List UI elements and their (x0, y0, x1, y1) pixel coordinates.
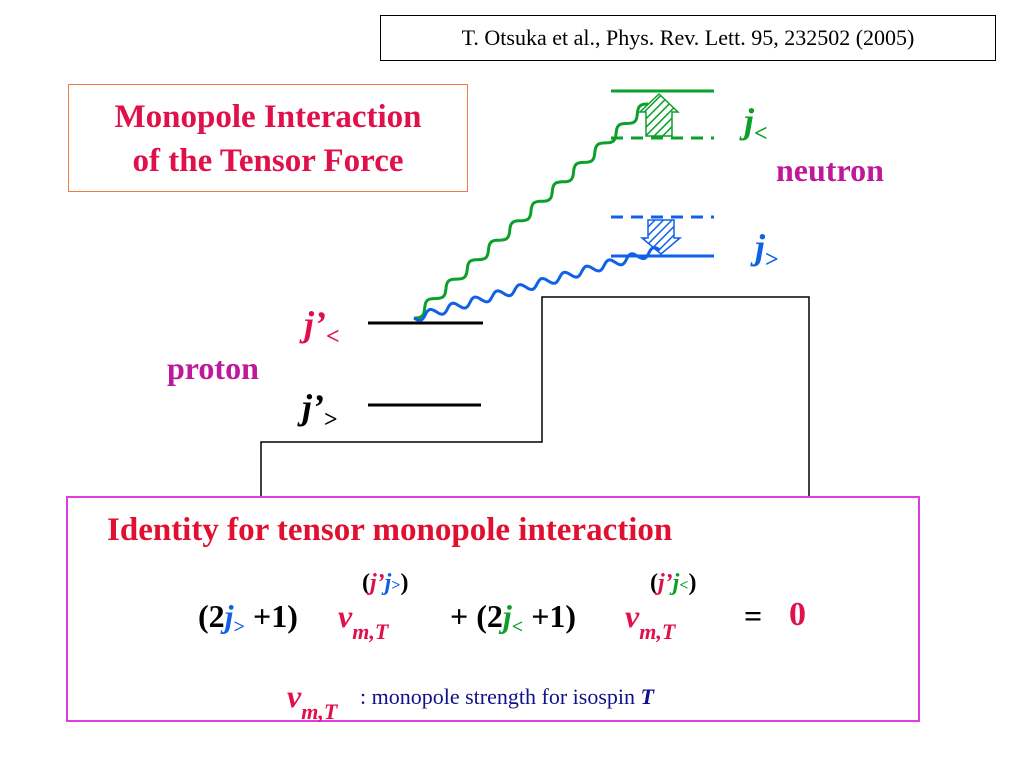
reference-citation: T. Otsuka et al., Phys. Rev. Lett. 95, 2… (380, 15, 996, 61)
equation-term2-v: vm,T (625, 598, 676, 644)
equation-term2-factor: + (2j< +1) (450, 598, 577, 638)
down-shift-arrow-icon (639, 219, 683, 255)
up-shift-arrow-icon (638, 92, 680, 137)
title-box: Monopole Interaction of the Tensor Force (68, 84, 468, 192)
identity-title: Identity for tensor monopole interaction (107, 512, 673, 548)
green-interaction-wave (413, 102, 649, 320)
equation-term1-v: vm,T (338, 598, 389, 644)
proton-j-prime-less-label: j’< (304, 304, 340, 350)
identity-box (66, 496, 920, 722)
proton-j-prime-greater-label: j’> (302, 387, 338, 433)
title-line-1: Monopole Interaction (114, 99, 422, 135)
blue-interaction-wave (413, 246, 661, 322)
equation-term1-factor: (2j> +1) (198, 598, 298, 638)
potential-well-outline (260, 296, 810, 498)
equation-zero: 0 (789, 596, 806, 633)
neutron-j-greater-label: j> (755, 227, 779, 273)
equation-equals: = (744, 598, 763, 634)
legend-v-symbol: vm,T (287, 678, 338, 724)
neutron-j-less-label: j< (744, 101, 768, 147)
equation-term2-superscript: (j’j<) (650, 570, 697, 596)
proton-label: proton (167, 350, 259, 386)
legend-description: : monopole strength for isospin T (360, 684, 654, 709)
equation-term1-superscript: (j’j>) (362, 570, 409, 596)
title-line-2: of the Tensor Force (132, 143, 404, 179)
neutron-label: neutron (776, 152, 884, 188)
